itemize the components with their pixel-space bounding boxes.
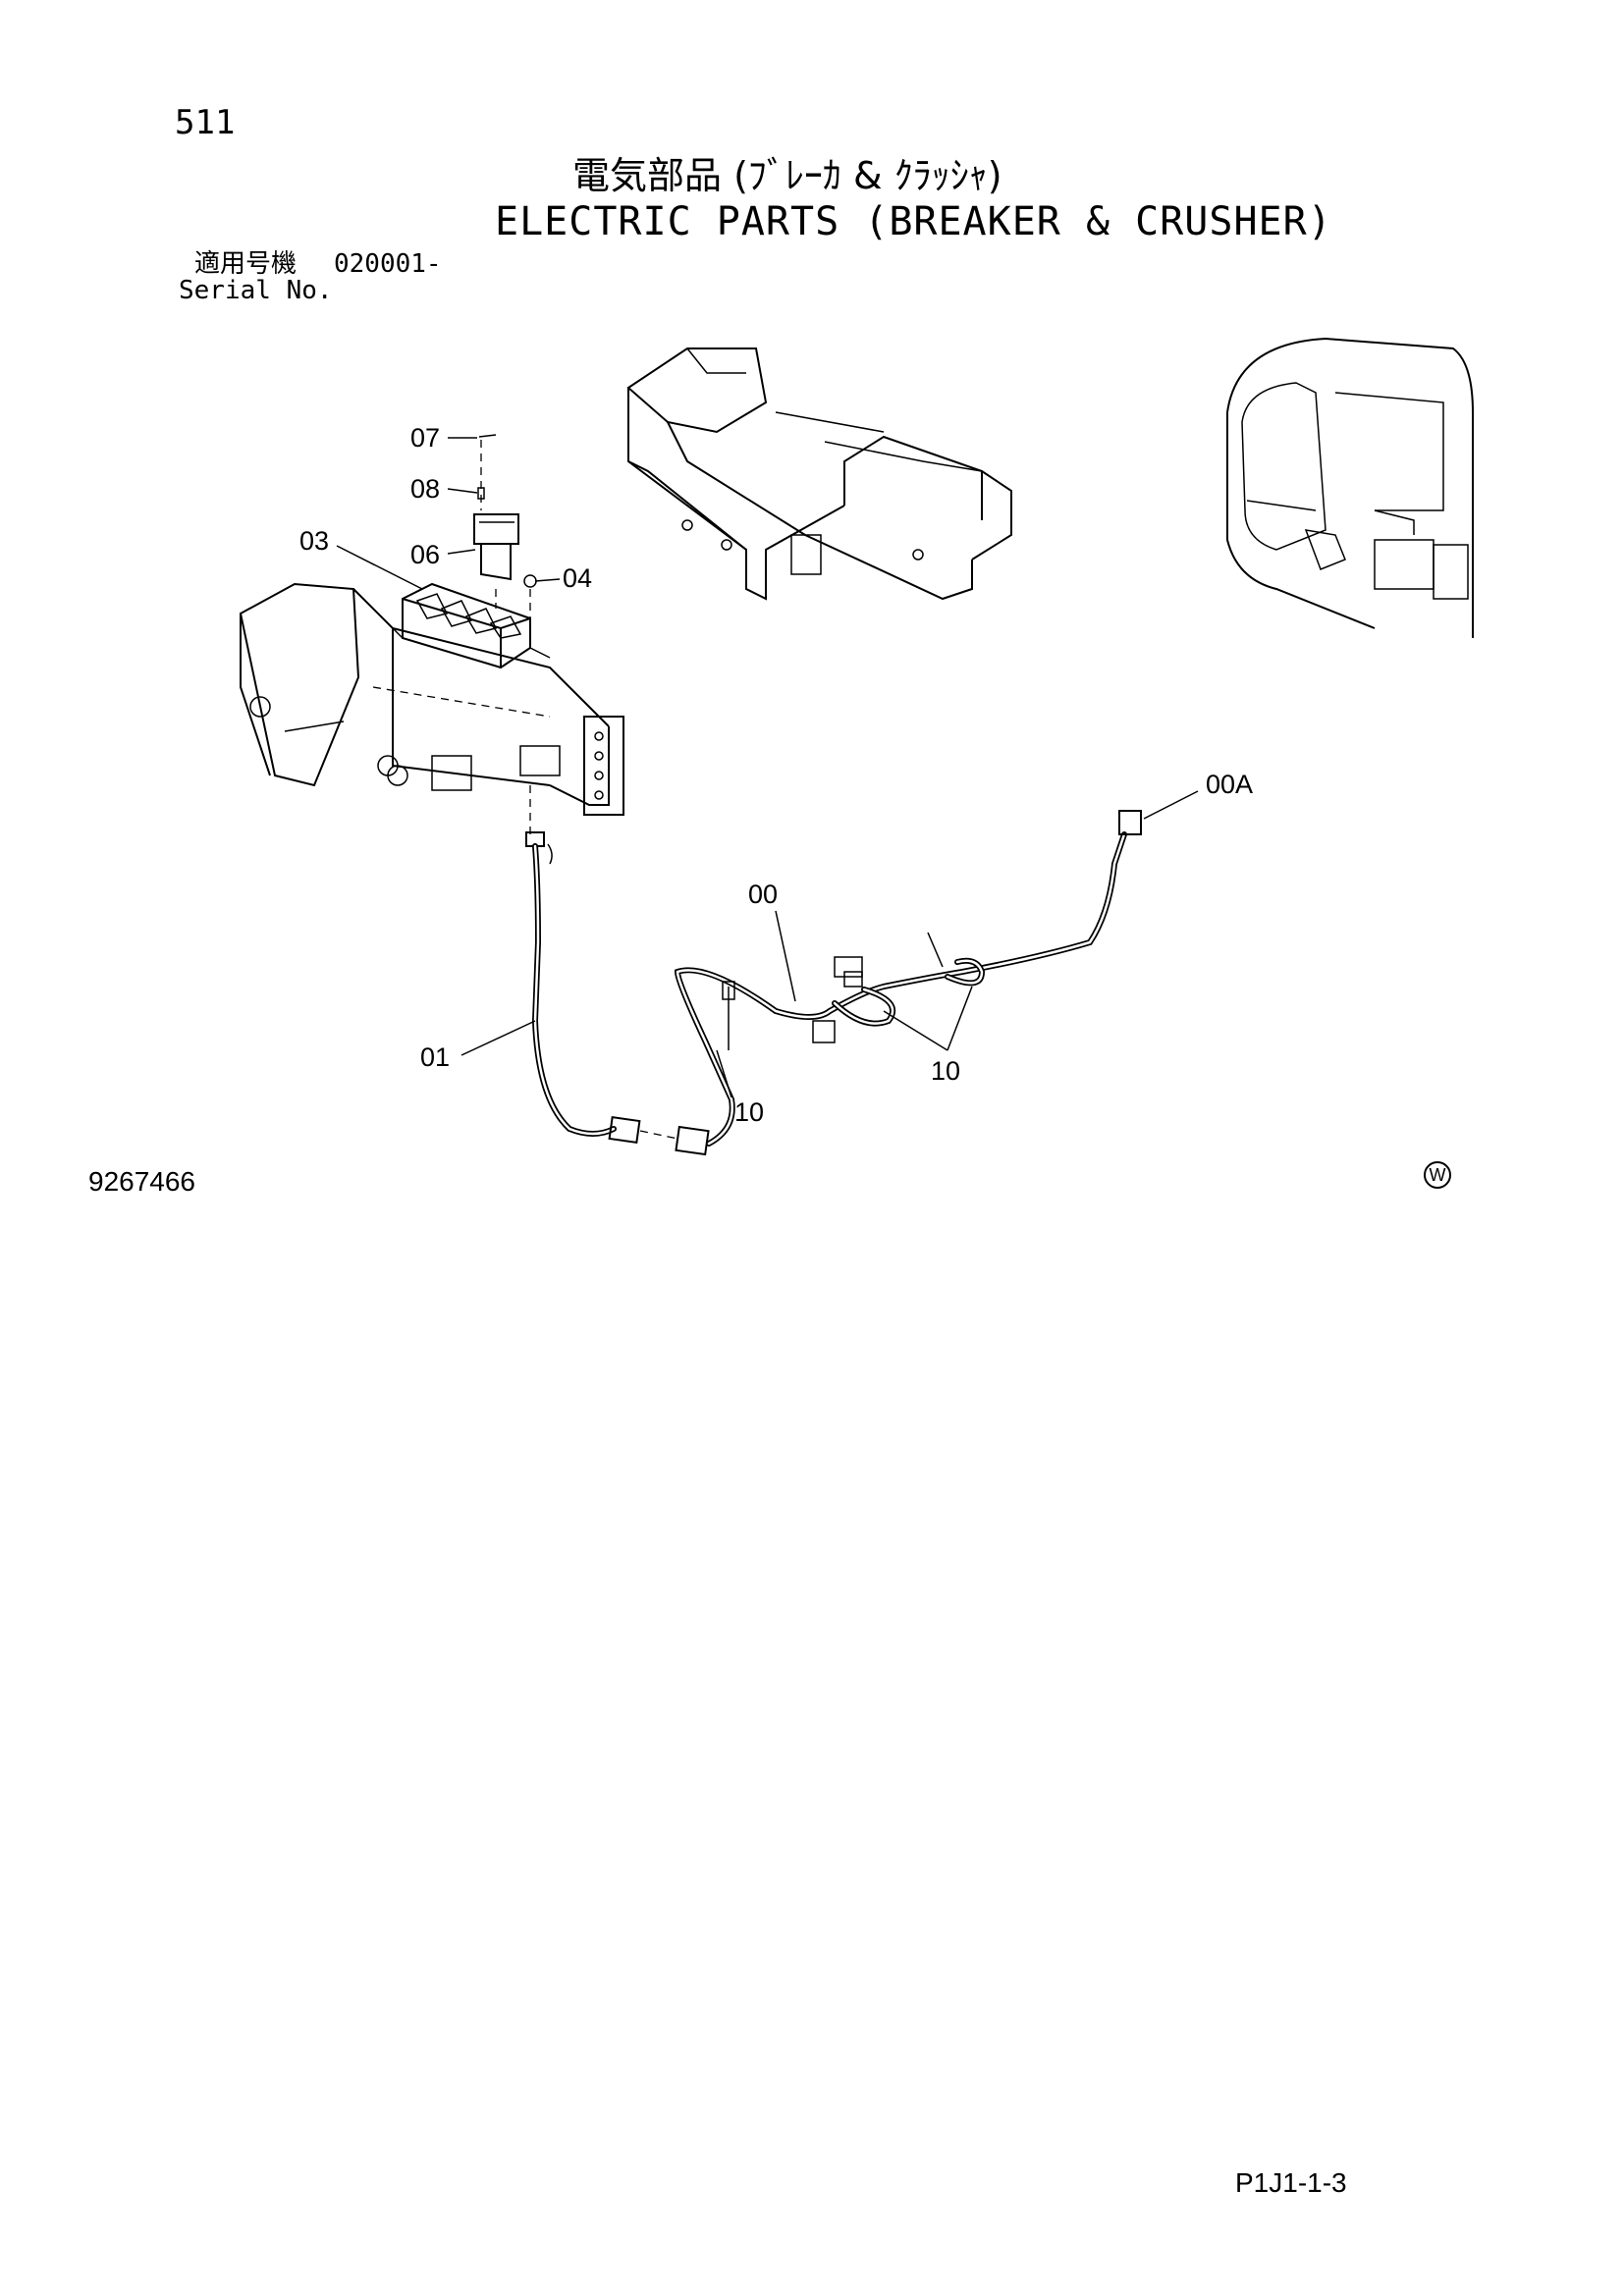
leader-lines [336, 437, 1199, 1098]
callout-07: 07 [410, 423, 440, 453]
main-frame-drawing [626, 347, 1012, 601]
harness-01-drawing [525, 831, 710, 1156]
serial-label-english: Serial No. [179, 276, 333, 305]
callout-03: 03 [299, 526, 329, 556]
callout-00A: 00A [1206, 770, 1253, 799]
callout-04: 04 [563, 563, 592, 593]
title-japanese: 電気部品 (ﾌﾞﾚｰｶ & ｸﾗｯｼｬ) [572, 154, 1002, 197]
w-circle-mark: W [1424, 1161, 1451, 1189]
harness-00-drawing [674, 810, 1142, 1147]
page-number: 511 [175, 103, 236, 142]
bracket-drawing [239, 434, 624, 834]
callout-08: 08 [410, 474, 440, 504]
page-code: P1J1-1-3 [1235, 2167, 1347, 2198]
cab-drawing [1226, 337, 1474, 638]
callout-10-right: 10 [931, 1056, 960, 1086]
callout-06: 06 [410, 540, 440, 569]
document-number: 9267466 [88, 1166, 196, 1197]
callout-01: 01 [420, 1042, 450, 1072]
callout-00: 00 [748, 880, 778, 909]
title-english: ELECTRIC PARTS (BREAKER & CRUSHER) [495, 199, 1332, 244]
serial-range: 020001- [334, 249, 442, 279]
callout-10-left: 10 [734, 1097, 764, 1127]
serial-label-japanese: 適用号機 [194, 249, 298, 279]
